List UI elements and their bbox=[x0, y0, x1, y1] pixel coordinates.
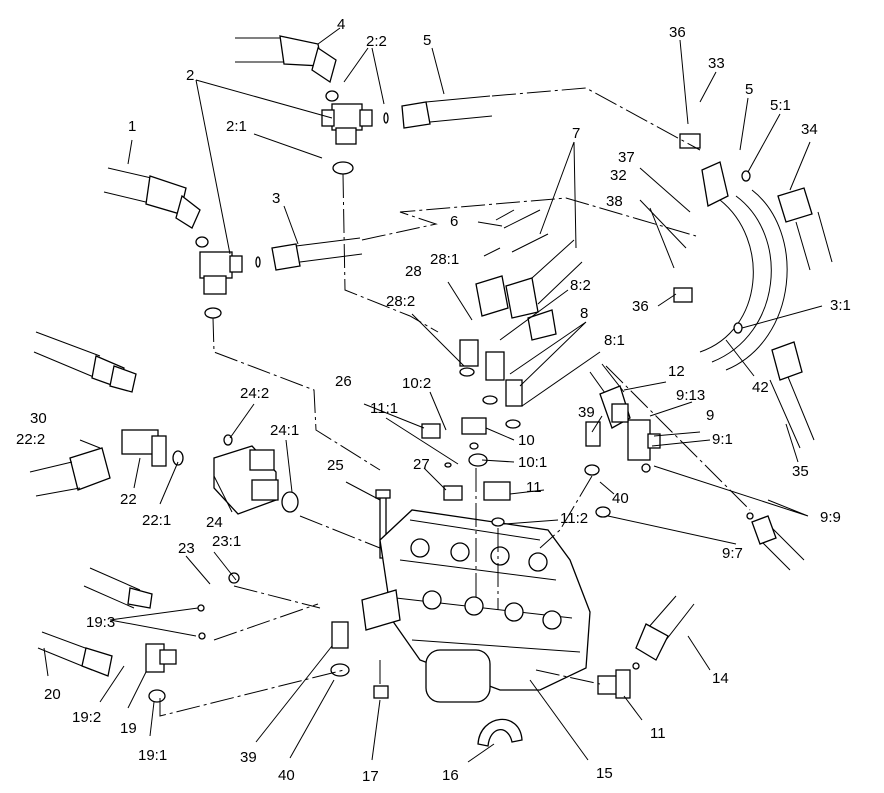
callout-label: 7 bbox=[572, 125, 580, 142]
hose-23 bbox=[83, 567, 153, 609]
callout-label: 23 bbox=[178, 540, 195, 557]
callout-label: 36 bbox=[669, 24, 686, 41]
callout-label: 11 bbox=[526, 479, 542, 496]
callout-label: 8 bbox=[580, 305, 588, 322]
callout-label: 35 bbox=[792, 463, 809, 480]
callout-label: 28:2 bbox=[386, 293, 415, 310]
callout-label: 19:3 bbox=[86, 614, 115, 631]
hose-14 bbox=[635, 595, 695, 661]
fitting-39-right bbox=[585, 421, 601, 447]
callout-label: 9 bbox=[706, 407, 714, 424]
callout-label: 9:7 bbox=[722, 545, 743, 562]
callout-label: 2:1 bbox=[226, 118, 247, 135]
hose-1 bbox=[103, 167, 201, 229]
tee-fitting-2-lower bbox=[199, 251, 243, 295]
callout-label: 3:1 bbox=[830, 297, 851, 314]
hose-3 bbox=[271, 237, 363, 271]
callout-label: 2:2 bbox=[366, 33, 387, 50]
flow-lines bbox=[159, 87, 751, 717]
hose-4 bbox=[235, 35, 337, 84]
hose-35 bbox=[769, 341, 815, 449]
callout-label: 1 bbox=[128, 118, 136, 135]
callout-label: 28:1 bbox=[430, 251, 459, 268]
callout-label: 39 bbox=[240, 749, 257, 766]
valve-body-15 bbox=[361, 509, 591, 703]
callout-label: 10 bbox=[518, 432, 535, 449]
valve-fittings bbox=[421, 339, 523, 501]
callout-label: 25 bbox=[327, 457, 344, 474]
callout-label: 9:9 bbox=[820, 509, 841, 526]
callout-label: 5:1 bbox=[770, 97, 791, 114]
callout-label: 10:2 bbox=[402, 375, 431, 392]
callout-label: 16 bbox=[442, 767, 459, 784]
clamp-16 bbox=[477, 718, 523, 747]
callout-label: 27 bbox=[413, 456, 430, 473]
solenoid-24 bbox=[213, 445, 279, 515]
callout-label: 11:1 bbox=[370, 400, 398, 417]
callout-label: 40 bbox=[612, 490, 629, 507]
callout-label: 19:1 bbox=[138, 747, 167, 764]
callout-label: 24 bbox=[206, 514, 223, 531]
callout-label: 15 bbox=[596, 765, 613, 782]
leader-lines bbox=[43, 27, 823, 763]
tee-9 bbox=[611, 403, 661, 461]
callout-label: 37 bbox=[618, 149, 635, 166]
callout-label: 11 bbox=[650, 725, 666, 742]
callout-label: 2 bbox=[186, 67, 194, 84]
callout-label: 30 bbox=[30, 410, 47, 427]
elbow-19 bbox=[145, 643, 177, 673]
callout-label: 20 bbox=[44, 686, 61, 703]
callout-label: 19 bbox=[120, 720, 137, 737]
callout-label: 8:1 bbox=[604, 332, 625, 349]
hose-20 bbox=[37, 631, 113, 677]
hose-34 bbox=[777, 187, 833, 271]
hose-30 bbox=[33, 331, 137, 393]
tee-fitting-2-upper bbox=[321, 103, 373, 145]
hose-9-9 bbox=[751, 515, 805, 571]
callout-label: 9:1 bbox=[712, 431, 733, 448]
callout-label: 4 bbox=[337, 16, 345, 33]
clamp-36 bbox=[673, 133, 701, 303]
callout-label: 5 bbox=[745, 81, 753, 98]
callout-label: 22 bbox=[120, 491, 137, 508]
elbow-22 bbox=[121, 429, 167, 467]
callout-label: 19:2 bbox=[72, 709, 101, 726]
callout-label: 32 bbox=[610, 167, 627, 184]
callout-label: 33 bbox=[708, 55, 725, 72]
hose-6-7 bbox=[475, 209, 583, 341]
callout-label: 26 bbox=[335, 373, 352, 390]
hose-22-2 bbox=[29, 447, 111, 497]
callout-label: 5 bbox=[423, 32, 431, 49]
callout-label: 17 bbox=[362, 768, 379, 785]
elbow-11-bottom bbox=[597, 669, 631, 699]
callout-label: 6 bbox=[450, 213, 458, 230]
callout-label: 11:2 bbox=[560, 510, 588, 527]
callout-label: 28 bbox=[405, 263, 422, 280]
callout-label: 22:1 bbox=[142, 512, 171, 529]
callout-label: 42 bbox=[752, 379, 769, 396]
hose-loop-42 bbox=[699, 161, 788, 371]
callout-labels: 4 2:2 5 2 2:1 1 3 6 7 36 33 5 5:1 34 37 … bbox=[16, 16, 851, 785]
callout-label: 34 bbox=[801, 121, 818, 138]
hose-5-top bbox=[401, 95, 493, 129]
callout-label: 9:13 bbox=[676, 387, 705, 404]
callout-label: 3 bbox=[272, 190, 280, 207]
callout-label: 24:2 bbox=[240, 385, 269, 402]
callout-label: 39 bbox=[578, 404, 595, 421]
callout-label: 14 bbox=[712, 670, 729, 687]
callout-label: 24:1 bbox=[270, 422, 299, 439]
callout-label: 23:1 bbox=[212, 533, 241, 550]
callout-label: 38 bbox=[606, 193, 623, 210]
callout-label: 36 bbox=[632, 298, 649, 315]
callout-label: 12 bbox=[668, 363, 685, 380]
callout-label: 10:1 bbox=[518, 454, 547, 471]
fitting-39-bottom bbox=[331, 621, 349, 649]
callout-label: 40 bbox=[278, 767, 295, 784]
nut-17 bbox=[373, 685, 389, 699]
callout-label: 8:2 bbox=[570, 277, 591, 294]
callout-label: 22:2 bbox=[16, 431, 45, 448]
